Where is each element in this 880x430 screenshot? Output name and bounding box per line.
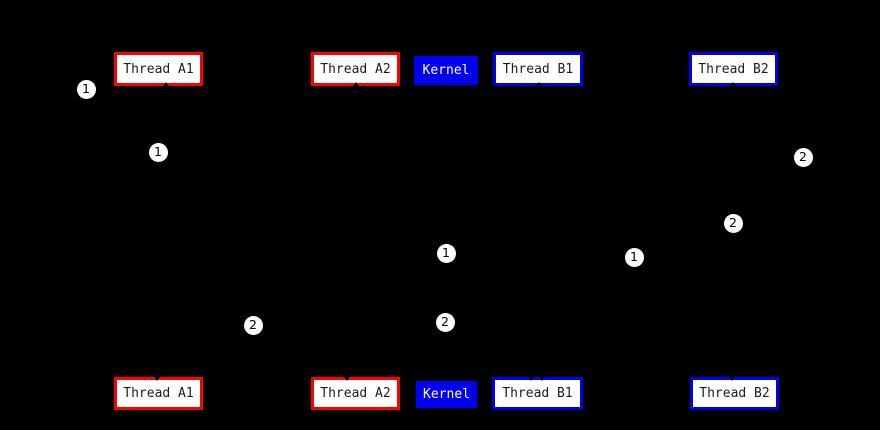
- node-label: Kernel: [423, 387, 470, 402]
- node-label: Thread A2: [320, 386, 391, 401]
- arrowhead-mark-up-icon: [351, 82, 361, 89]
- node-thread-b1-bottom: Thread B1: [492, 377, 583, 410]
- node-thread-b2-top: Thread B2: [689, 52, 778, 86]
- node-thread-b1-top: Thread B1: [493, 52, 583, 86]
- node-thread-a1-top: Thread A1: [114, 52, 203, 86]
- step-badge-2: 2: [793, 147, 813, 167]
- node-label: Thread A1: [123, 386, 194, 401]
- step-badge-2: 2: [243, 315, 263, 335]
- node-thread-b2-bottom: Thread B2: [690, 377, 779, 410]
- node-label: Thread A2: [320, 61, 391, 77]
- step-badge-1: 1: [148, 142, 168, 162]
- step-badge-2: 2: [435, 312, 455, 332]
- arrowhead-mark-down-icon: [727, 374, 737, 381]
- node-kernel-bottom: Kernel: [416, 381, 477, 408]
- step-badge-1: 1: [624, 247, 644, 267]
- step-badge-1: 1: [76, 79, 96, 99]
- arrowhead-mark-down-icon: [537, 374, 547, 381]
- arrowhead-mark-down-icon: [526, 374, 536, 381]
- node-label: Thread A1: [123, 61, 194, 77]
- node-label: Thread B2: [698, 61, 769, 77]
- arrowhead-mark-up-icon: [161, 82, 171, 89]
- arrowhead-mark-down-icon: [152, 374, 162, 381]
- arrowhead-mark-up-icon: [534, 82, 544, 89]
- node-label: Kernel: [422, 63, 470, 78]
- node-label: Thread B2: [699, 386, 770, 401]
- node-label: Thread B1: [502, 61, 574, 77]
- step-badge-2: 2: [723, 213, 743, 233]
- step-badge-1: 1: [436, 243, 456, 263]
- node-kernel-top: Kernel: [414, 56, 478, 85]
- arrowhead-mark-up-icon: [728, 82, 738, 89]
- node-thread-a2-bottom: Thread A2: [311, 377, 400, 410]
- node-thread-a2-top: Thread A2: [311, 52, 400, 86]
- arrowhead-mark-down-icon: [342, 374, 352, 381]
- node-label: Thread B1: [502, 386, 573, 401]
- node-thread-a1-bottom: Thread A1: [114, 377, 203, 410]
